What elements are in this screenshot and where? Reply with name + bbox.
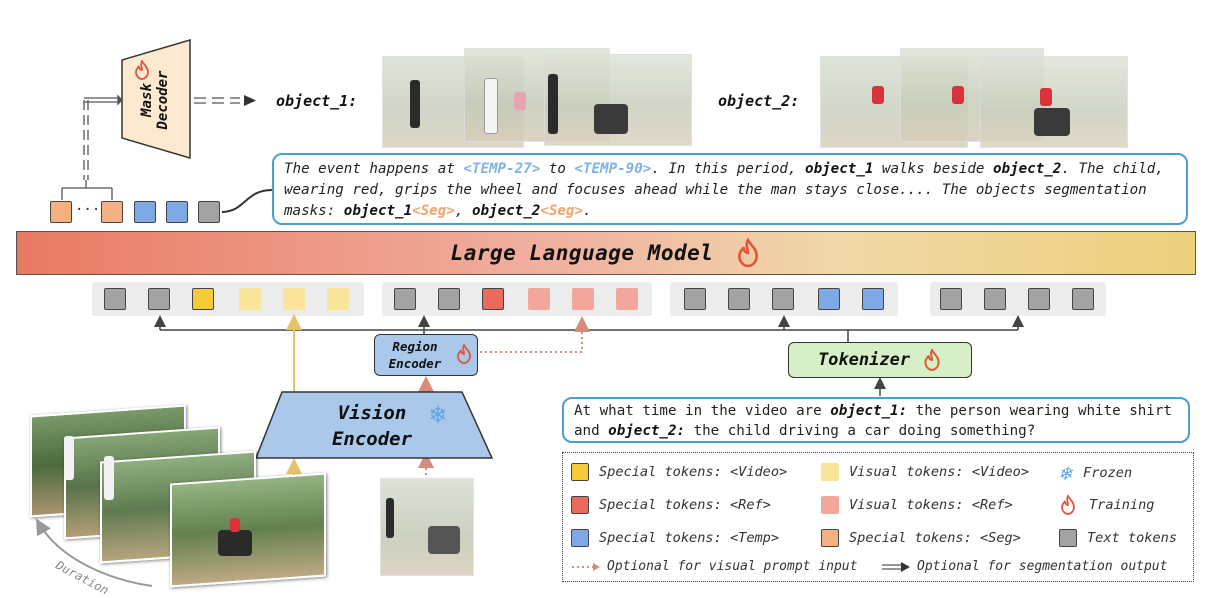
visual-prompt-frame: [380, 478, 474, 576]
legend-text-tokens: Text tokens: [1059, 529, 1177, 547]
region-encoder-line2: Encoder: [388, 356, 442, 371]
text-token: [438, 288, 460, 310]
seg-token: [50, 201, 72, 223]
duration-arrow: [35, 518, 153, 587]
object1-child: [514, 92, 526, 110]
large-language-model: Large Language Model: [16, 231, 1196, 275]
object2-label: object_2:: [718, 92, 800, 110]
text-token: [940, 288, 962, 310]
visual-video-token: [283, 288, 305, 310]
text-token: [728, 288, 750, 310]
temp-token: [166, 201, 188, 223]
seg-token: [101, 201, 123, 223]
legend-special-temp: Special tokens: <Temp>: [571, 529, 779, 547]
tokenizer: Tokenizer: [788, 342, 972, 378]
object1-person: [410, 80, 420, 128]
legend-frozen: ❄Frozen: [1059, 461, 1133, 485]
temp-token: [134, 201, 156, 223]
mask-decoder-label: Mask Decoder: [115, 55, 195, 145]
visual-ref-token: [528, 288, 550, 310]
response-connector: [221, 189, 273, 213]
temp-tag-27: <TEMP-27>: [463, 161, 541, 177]
arrow-icon: [882, 561, 910, 572]
legend-visual-video: Visual tokens: <Video>: [821, 463, 1029, 481]
mask-decoder-line1: Mask: [139, 83, 155, 117]
special-ref-token: [482, 288, 504, 310]
text-token: [772, 288, 794, 310]
visual-ref-token: [616, 288, 638, 310]
visual-prompt-person: [386, 498, 394, 538]
seg-ellipsis: ···: [75, 202, 101, 218]
text-token: [148, 288, 170, 310]
text-token: [1028, 288, 1050, 310]
visual-prompt-connector: [418, 316, 590, 475]
legend-special-ref: Special tokens: <Ref>: [571, 496, 771, 514]
legend-optional-seg: Optional for segmentation output: [881, 559, 1167, 574]
seg-tag-2: <Seg>: [540, 203, 584, 219]
video-vehicle: [218, 530, 252, 556]
legend-special-video: Special tokens: <Video>: [571, 463, 787, 481]
region-encoder: Region Encoder: [374, 334, 478, 376]
video-person: [104, 456, 114, 500]
visual-ref-token: [572, 288, 594, 310]
snowflake-icon: ❄: [430, 400, 446, 430]
special-temp-token: [862, 288, 884, 310]
llm-label: Large Language Model: [450, 241, 714, 265]
arrow-icon: [572, 562, 600, 571]
text-token: [198, 201, 220, 223]
tokenizer-label: Tokenizer: [817, 350, 911, 370]
text-token: [394, 288, 416, 310]
object2-child: [872, 86, 884, 104]
object2-child: [952, 86, 964, 104]
vision-encoder-shape: [254, 391, 494, 459]
legend-training: Training: [1059, 494, 1154, 516]
flame-icon: [924, 349, 940, 371]
snowflake-icon: ❄: [1059, 461, 1072, 485]
flame-icon: [1061, 494, 1075, 515]
vision-encoder-label: Vision Encoder: [314, 400, 430, 452]
object2-vehicle: [1034, 108, 1070, 136]
object1-label: object_1:: [276, 92, 358, 110]
decoder-output-arrow: [194, 95, 256, 106]
legend-special-seg: Special tokens: <Seg>: [821, 529, 1021, 547]
flame-icon: [135, 60, 149, 80]
legend: Special tokens: <Video> Visual tokens: <…: [562, 452, 1194, 582]
video-child: [230, 518, 240, 532]
object1-person: [484, 78, 498, 134]
token-bus: [154, 315, 1024, 342]
special-video-token: [192, 288, 214, 310]
user-question-box: At what time in the video are object_1: …: [562, 397, 1190, 443]
mask-decoder-line2: Decoder: [155, 70, 171, 130]
text-token: [1072, 288, 1094, 310]
object2-child: [1040, 88, 1052, 106]
temp-tag-90: <TEMP-90>: [574, 161, 652, 177]
visual-video-token: [327, 288, 349, 310]
vision-encoder-line2: Encoder: [331, 428, 413, 450]
legend-visual-ref: Visual tokens: <Ref>: [821, 496, 1013, 514]
seg-output-connector: [61, 94, 123, 200]
visual-prompt-vehicle: [428, 526, 460, 554]
visual-video-token: [239, 288, 261, 310]
video-person: [64, 436, 74, 480]
legend-optional-visual: Optional for visual prompt input: [571, 559, 857, 574]
vision-encoder-line1: Vision: [337, 402, 407, 424]
text-token: [104, 288, 126, 310]
seg-tag-1: <Seg>: [412, 203, 455, 219]
object1-person: [548, 74, 558, 134]
text-token: [684, 288, 706, 310]
flame-icon: [738, 238, 759, 268]
object1-vehicle: [594, 104, 628, 134]
text-token: [984, 288, 1006, 310]
llm-response-box: The event happens at <TEMP-27> to <TEMP-…: [272, 153, 1188, 225]
region-encoder-line1: Region: [392, 339, 438, 354]
special-temp-token: [818, 288, 840, 310]
flame-icon: [457, 344, 471, 364]
mask-decoder-shape: [121, 38, 191, 160]
